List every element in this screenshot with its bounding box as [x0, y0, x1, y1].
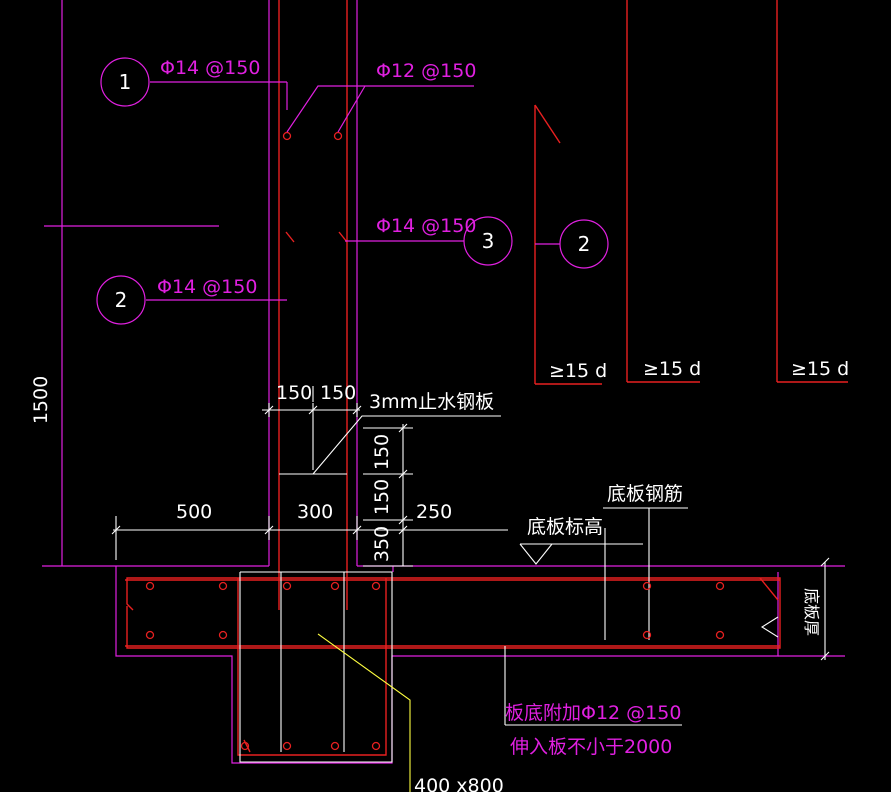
note-beam-size: 400 x800 [414, 775, 504, 792]
dim-v-lower: 350 [371, 526, 393, 562]
callout-2-rebar: Φ14 @150 [157, 276, 257, 298]
anchorage-label-2: ≥15 d [643, 358, 701, 380]
note-slab-level: 底板标高 [527, 516, 603, 538]
dim-v-upper: 150 [371, 434, 393, 470]
dim-span-right: 250 [416, 501, 452, 523]
callout-3-id: 3 [482, 229, 495, 253]
callout-2-id: 2 [115, 288, 128, 312]
slab-rebar [125, 577, 781, 756]
dim-span-left: 500 [176, 501, 212, 523]
callout-4-id: 2 [578, 232, 591, 256]
beam-frame [239, 508, 650, 763]
wall-bar-dots [282, 131, 343, 141]
bottom-extra-note: 伸入板不小于2000 [510, 736, 672, 758]
callout-circle-2: 2 [96, 275, 146, 325]
slab-bar-dots [145, 581, 725, 751]
callout-circle-3: 3 [463, 216, 513, 266]
anchorage-label-3: ≥15 d [791, 358, 849, 380]
dim-wall-left: 150 [276, 382, 312, 404]
note-slab-rebar: 底板钢筋 [607, 483, 683, 505]
dim-wall-height: 1500 [30, 376, 52, 424]
callout-circle-1: 1 [100, 57, 150, 107]
beam-size-leader: 400 x800 [317, 633, 504, 792]
anchorage-label-1: ≥15 d [549, 360, 607, 382]
outer-mid-rebar: Φ12 @150 [376, 60, 476, 82]
callout-leaders [44, 81, 560, 301]
dim-wall-thickness: 300 [297, 501, 333, 523]
callout-3-rebar: Φ14 @150 [376, 215, 476, 237]
note-waterstop: 3mm止水钢板 [369, 391, 494, 413]
bottom-extra-rebar: 板底附加Φ12 @150 [505, 702, 681, 724]
dim-wall-right: 150 [320, 382, 356, 404]
dimension-lines: 1500 150 150 3mm止水钢板 150 150 350 [30, 376, 830, 726]
wall-outlines [61, 0, 394, 572]
dim-v-middle: 150 [371, 479, 393, 515]
callout-1-id: 1 [119, 70, 132, 94]
note-slab-thickness: 底板厚 [802, 588, 821, 636]
callout-1-rebar: Φ14 @150 [160, 57, 260, 79]
slab-outline [42, 565, 845, 764]
callout-circle-2b: 2 [559, 219, 609, 269]
